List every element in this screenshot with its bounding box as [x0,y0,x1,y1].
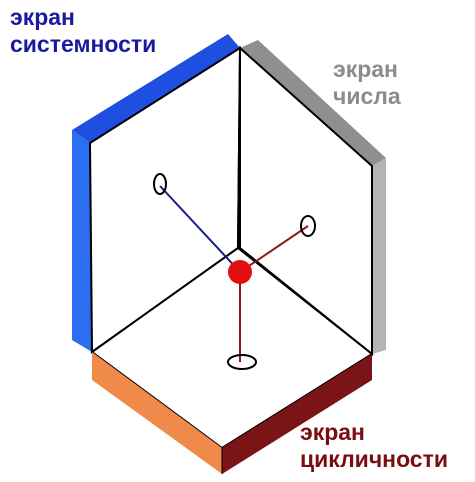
cyclic-label-line1: экран [300,419,365,445]
number-screen-side-edge [372,158,386,354]
systemic-axis-marker [153,173,167,195]
number-label-line2: числа [333,83,401,109]
cyclic-screen-label: экран цикличности [300,419,448,473]
systemic-screen-label: экран системности [10,4,156,58]
systemic-label-line2: системности [10,31,157,57]
number-screen-top-edge [240,40,386,166]
systemic-axis [159,185,241,273]
number-label-line1: экран [333,56,398,82]
number-screen-label: экран числа [333,56,401,110]
systemic-screen-side-edge [72,130,92,352]
systemic-label-line1: экран [10,4,75,30]
cyclic-axis-marker [227,354,257,370]
central-edge [237,47,241,249]
systemic-screen-top-edge [72,34,240,143]
number-axis-marker [300,215,316,237]
cyclic-screen-front-left [92,352,222,474]
cyclic-screen-front-right [222,354,372,474]
number-axis [239,225,309,273]
center-point [228,260,252,284]
cyclic-label-line2: цикличности [300,446,449,472]
